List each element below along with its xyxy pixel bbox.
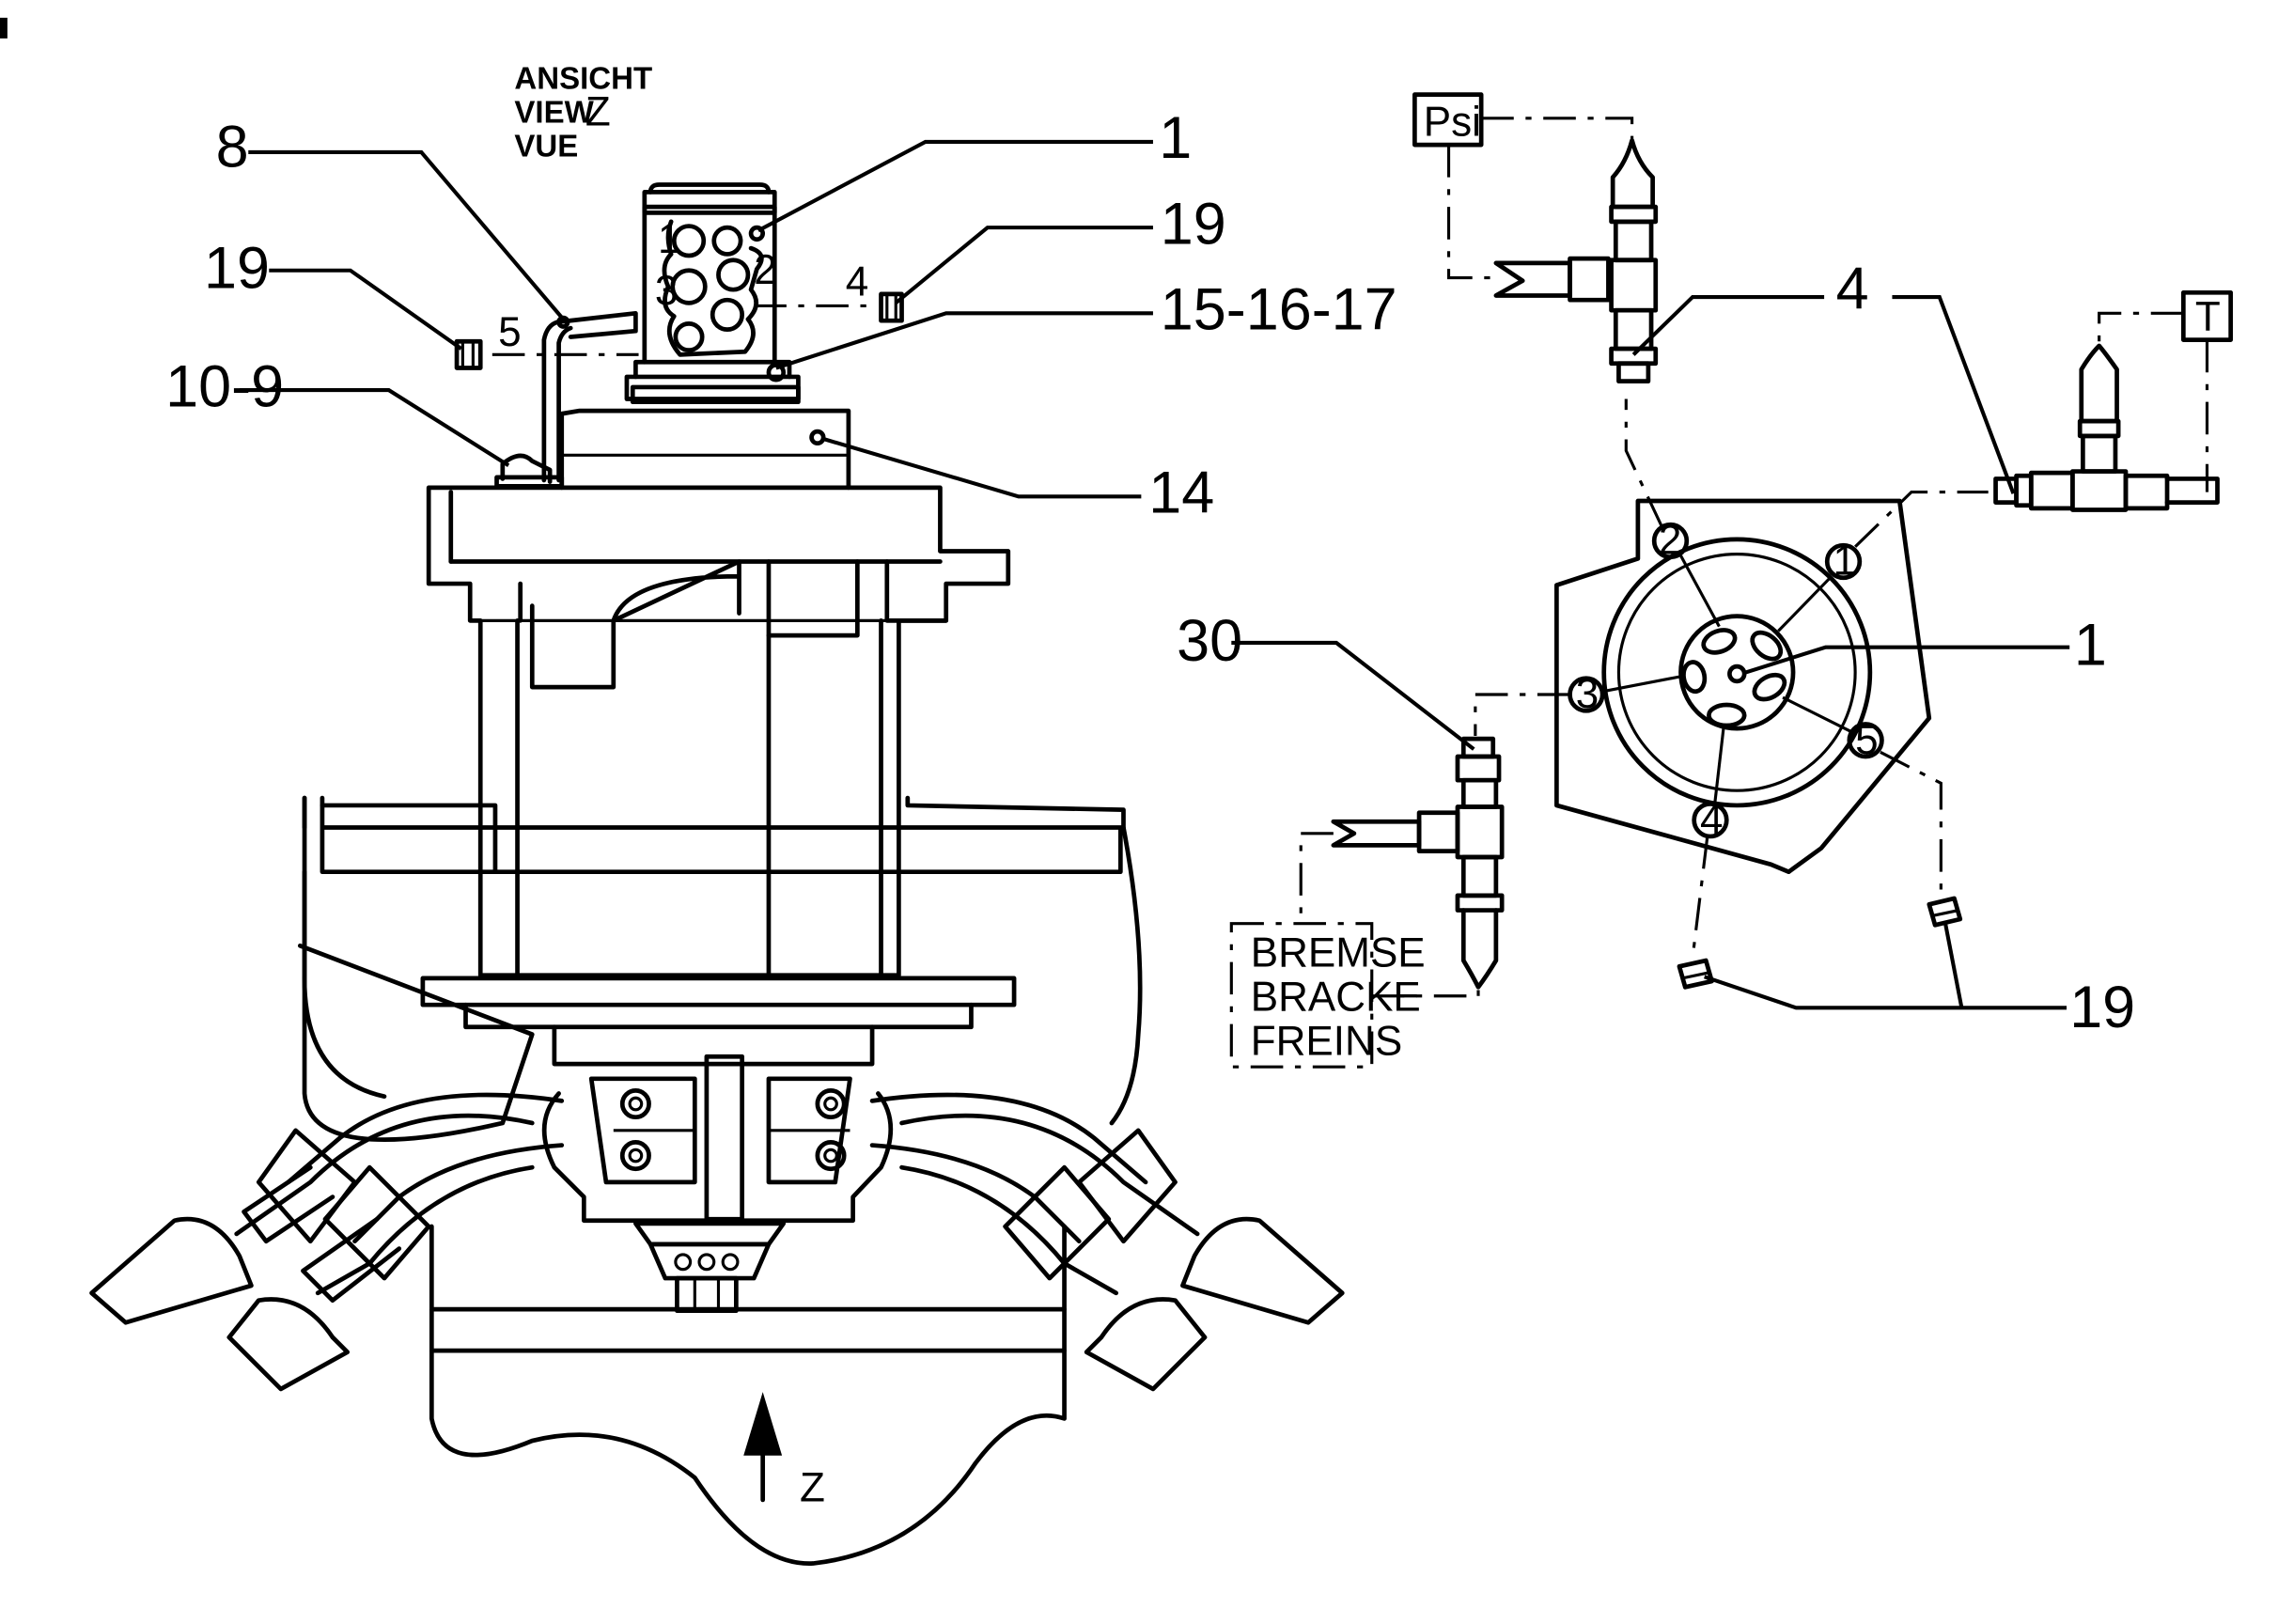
brake-label-box [1229,922,1374,1069]
svg-text:Psi: Psi [1424,100,1481,146]
callout-1-top: 1 [1159,105,1192,171]
block-port-3 [670,268,708,305]
callout-1-right: 1 [2074,613,2107,679]
svg-text:Z: Z [585,89,611,135]
svg-text:VUE: VUE [514,129,578,164]
view-title: ANSICHT VIEW Z VUE [514,60,652,163]
callout-4-top: 4 [1836,257,1869,322]
psi-gauge-fitting: Psi [1412,92,1659,384]
view-arrow-z [743,1392,783,1456]
svg-text:Z: Z [800,1465,825,1511]
callouts-left: 8 1 19 19 15-16-17 10-9 14 [165,105,1396,525]
callouts-right: 4 1 30 19 [1177,257,2135,1040]
callout-15-16-17: 15-16-17 [1161,277,1397,343]
port-1: 1 [1833,539,1856,585]
port-5: 5 [1855,717,1878,763]
corner-mark [0,17,8,39]
nut-19-right [879,291,904,323]
callout-19-left: 19 [204,236,270,302]
svg-text:ANSICHT: ANSICHT [514,60,652,95]
callout-30: 30 [1177,608,1242,674]
svg-text:1: 1 [658,216,680,262]
callout-19-right: 19 [1161,191,1226,257]
nut-19-a [1927,896,1963,928]
callout-19-bottom: 19 [2069,975,2135,1040]
port-4-label: 4 [846,258,868,304]
callout-14: 14 [1148,461,1214,526]
callout-10-9: 10-9 [165,353,284,419]
svg-text:BREMSE: BREMSE [1251,929,1426,976]
svg-text:3: 3 [655,268,678,314]
port-5-label: 5 [498,309,521,355]
brake-fitting: BREMSE BRACKE FREINS [1229,736,1505,1069]
svg-text:2: 2 [754,247,776,293]
svg-text:T: T [2195,294,2221,340]
block-port-1 [671,224,707,258]
nut-19-b [1677,958,1714,990]
port-3: 3 [1576,671,1599,717]
port-plan-view: 2 1 3 5 4 [1474,398,1989,959]
svg-text:VIEW: VIEW [514,95,594,130]
motor-assembly: 1 2 3 [89,182,1345,1566]
nut-19-left [454,338,483,370]
callout-8: 8 [216,115,249,180]
svg-text:BRACKE: BRACKE [1251,974,1421,1020]
svg-text:FREINS: FREINS [1251,1019,1402,1065]
port-4: 4 [1700,797,1723,843]
tank-fitting: T [1993,289,2234,512]
